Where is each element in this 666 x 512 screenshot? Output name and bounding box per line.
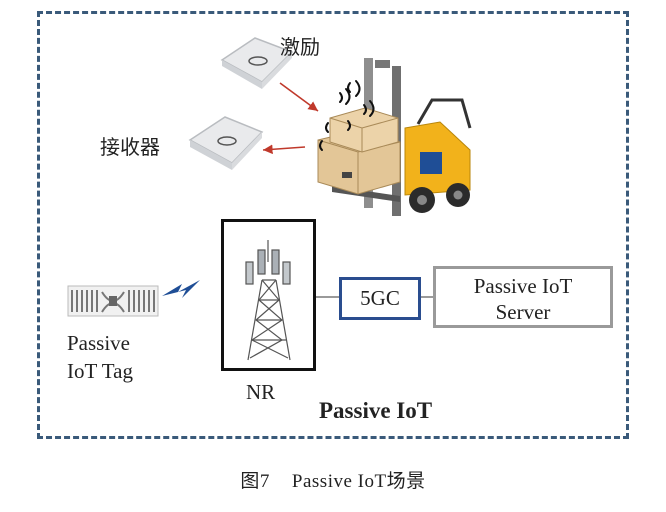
excite-arrow: [279, 82, 319, 112]
scene-frame: [37, 11, 629, 439]
nr-box: [221, 219, 316, 371]
core-network-label: 5GC: [360, 286, 400, 310]
server-label-line2: Server: [495, 300, 551, 324]
exciter-reader-icon: [220, 37, 294, 89]
figure-caption: 图7 Passive IoT场景: [0, 466, 666, 493]
figure-caption-text: Passive IoT场景: [291, 471, 426, 492]
core-network-box: 5GC: [339, 277, 421, 320]
wireless-signal-icon: [319, 80, 375, 151]
scene-title: Passive IoT: [319, 398, 433, 423]
nr-label: NR: [246, 380, 276, 404]
server-label-line1: Passive IoT: [473, 274, 573, 298]
lightning-icon: [162, 280, 200, 298]
tag-label-line2: IoT Tag: [67, 359, 133, 383]
receiver-label: 接收器: [100, 135, 160, 159]
excite-label: 激励: [280, 35, 320, 59]
receive-arrow: [262, 144, 306, 155]
rfid-tag-icon: [67, 285, 159, 317]
figure-number: 图7: [240, 471, 270, 492]
tag-label-line1: Passive: [67, 331, 130, 355]
cargo-box-icon: [317, 107, 401, 195]
receiver-reader-icon: [188, 116, 264, 170]
cell-tower-icon: [245, 240, 291, 361]
server-box: Passive IoT Server: [433, 266, 613, 328]
